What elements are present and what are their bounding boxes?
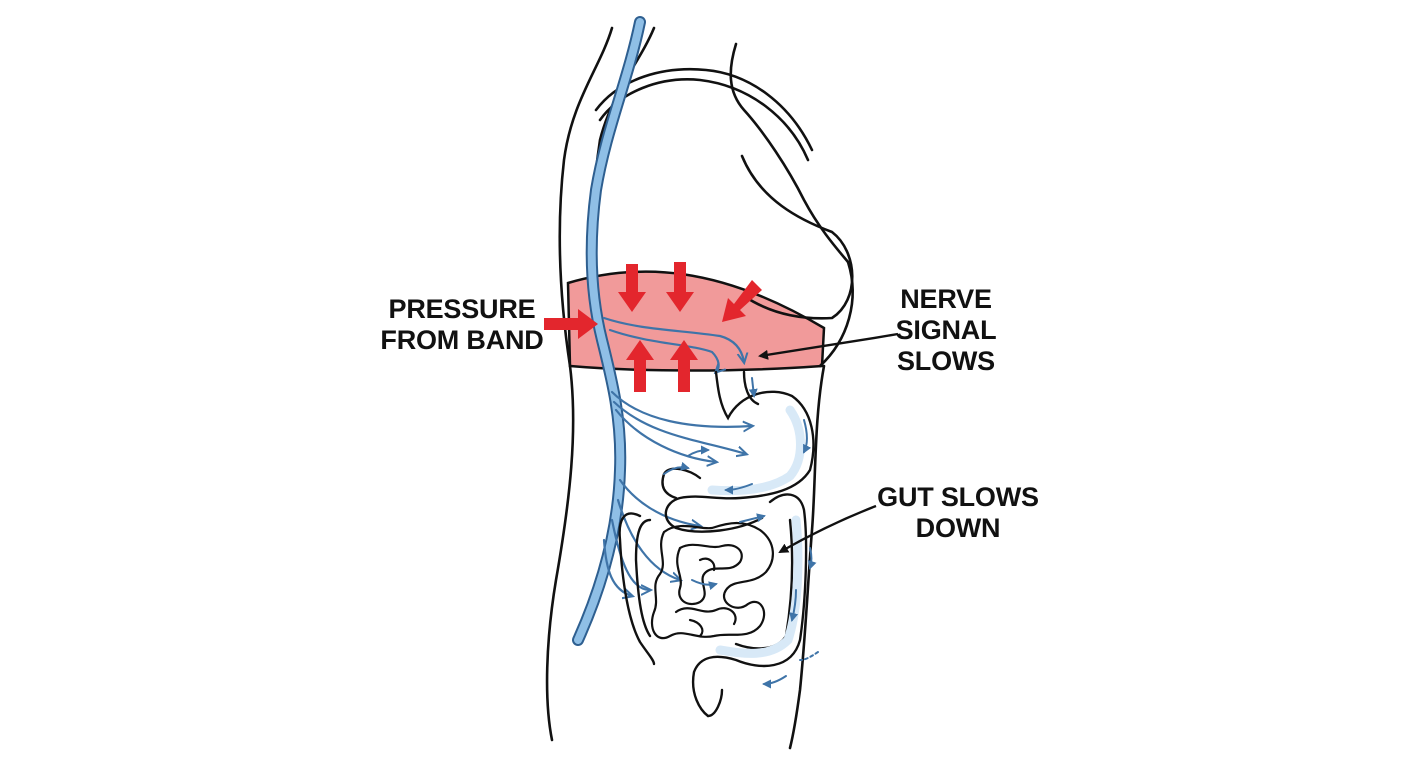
nerve-trunk (572, 16, 646, 646)
colon-flow (715, 515, 803, 658)
gut-label: GUT SLOWS DOWN (868, 482, 1048, 544)
pressure-label: PRESSURE FROM BAND (372, 294, 552, 356)
nerve-label-line-3: SLOWS (897, 346, 995, 376)
nerve-label-line-1: NERVE (900, 284, 992, 314)
gut-label-line-1: GUT SLOWS (877, 482, 1039, 512)
small-intestine (650, 521, 774, 640)
nerve-branches (602, 316, 752, 596)
blue-flow-arrow-icon (663, 377, 819, 689)
large-intestine (618, 493, 808, 718)
nerve-label: NERVE SIGNAL SLOWS (886, 284, 1006, 377)
stomach-flow (707, 405, 805, 496)
torso-outline (545, 26, 854, 750)
black-pointer-arrow-icon (758, 332, 899, 554)
nerve-label-line-2: SIGNAL (895, 315, 997, 345)
pressure-label-line-2: FROM BAND (380, 325, 544, 355)
gut-label-line-2: DOWN (915, 513, 1001, 543)
red-arrow-icon (544, 262, 762, 392)
pressure-label-line-1: PRESSURE (388, 294, 536, 324)
breast-outline (740, 154, 854, 320)
